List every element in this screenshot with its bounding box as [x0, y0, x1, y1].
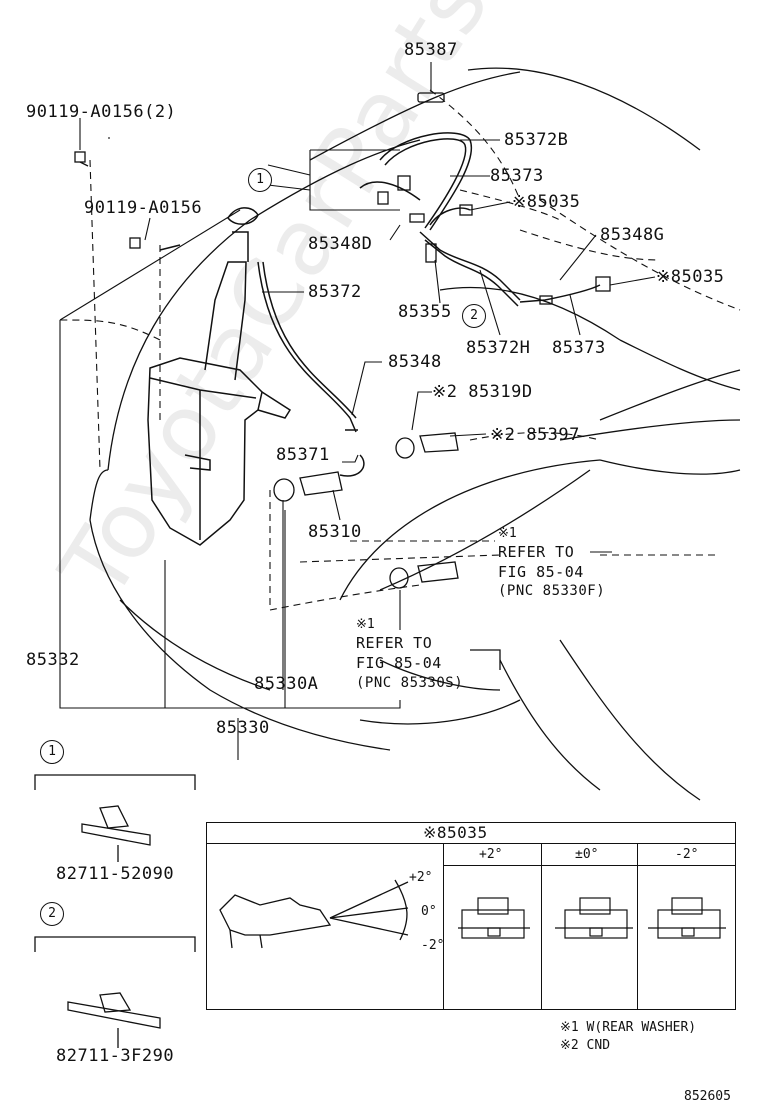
note-cnd: ※2 CND [560, 1038, 611, 1053]
table-title: ※85035 [423, 823, 488, 842]
callout-1: 1 [248, 168, 272, 192]
angle-minus-header: -2° [675, 847, 699, 862]
part-85373-right: 85373 [552, 338, 606, 358]
part-85330a: 85330A [254, 674, 319, 694]
part-82711-3f290: 82711-3F290 [56, 1046, 175, 1066]
washer-reservoir [147, 207, 292, 546]
nozzle-angle-drawing [219, 879, 409, 949]
refer-rear-line3: (PNC 85330F) [498, 583, 606, 599]
part-82711-52090: 82711-52090 [56, 864, 175, 884]
part-85373-top: 85373 [490, 166, 544, 186]
part-85035-top: ※85035 [512, 192, 581, 212]
diagram-angle-plus: +2° [409, 870, 433, 885]
part-85372b: 85372B [504, 130, 569, 150]
vehicle-body-outline [89, 67, 741, 801]
part-85330: 85330 [216, 718, 270, 738]
refer-front-line1: REFER TO [356, 634, 433, 652]
angle-plus-header: +2° [479, 847, 503, 862]
part-85348: 85348 [388, 352, 442, 372]
part-85310: 85310 [308, 522, 362, 542]
callout-2: 2 [462, 304, 486, 328]
nozzle-angle-table: ※85035 +2° ±0° -2° +2° 0° -2° [206, 822, 736, 1010]
angle-zero-header: ±0° [575, 847, 599, 862]
refer-front-mark: ※1 [356, 617, 375, 632]
part-85035-right: ※85035 [656, 267, 725, 287]
diagram-angle-minus: -2° [421, 938, 445, 953]
part-85348g: 85348G [600, 225, 665, 245]
refer-rear-line2: FIG 85-04 [498, 563, 584, 581]
part-85387: 85387 [404, 40, 458, 60]
part-85372h: 85372H [466, 338, 531, 358]
part-85348d: 85348D [308, 234, 373, 254]
part-85319d: ※2 85319D [432, 382, 533, 402]
part-85372: 85372 [308, 282, 362, 302]
refer-front-line3: (PNC 85330S) [356, 675, 464, 691]
connectors [74, 92, 611, 589]
note-rear-washer: ※1 W(REAR WASHER) [560, 1020, 697, 1035]
angle-connectors [458, 897, 726, 939]
part-85397: ※2 85397 [490, 425, 580, 445]
refer-front-line2: FIG 85-04 [356, 654, 442, 672]
clip-inset-drawings [34, 774, 196, 1048]
diagram-angle-zero: 0° [421, 904, 437, 919]
part-85371: 85371 [276, 445, 330, 465]
inset-1-label: 1 [40, 740, 64, 764]
part-90119-a0156: 90119-A0156 [84, 198, 203, 218]
figure-number: 852605 [684, 1089, 731, 1104]
part-85332: 85332 [26, 650, 80, 670]
inset-2-label: 2 [40, 902, 64, 926]
refer-rear-line1: REFER TO [498, 543, 575, 561]
refer-rear-mark: ※1 [498, 526, 517, 541]
part-90119-a0156-2: 90119-A0156(2) [26, 102, 177, 122]
part-85355: 85355 [398, 302, 452, 322]
